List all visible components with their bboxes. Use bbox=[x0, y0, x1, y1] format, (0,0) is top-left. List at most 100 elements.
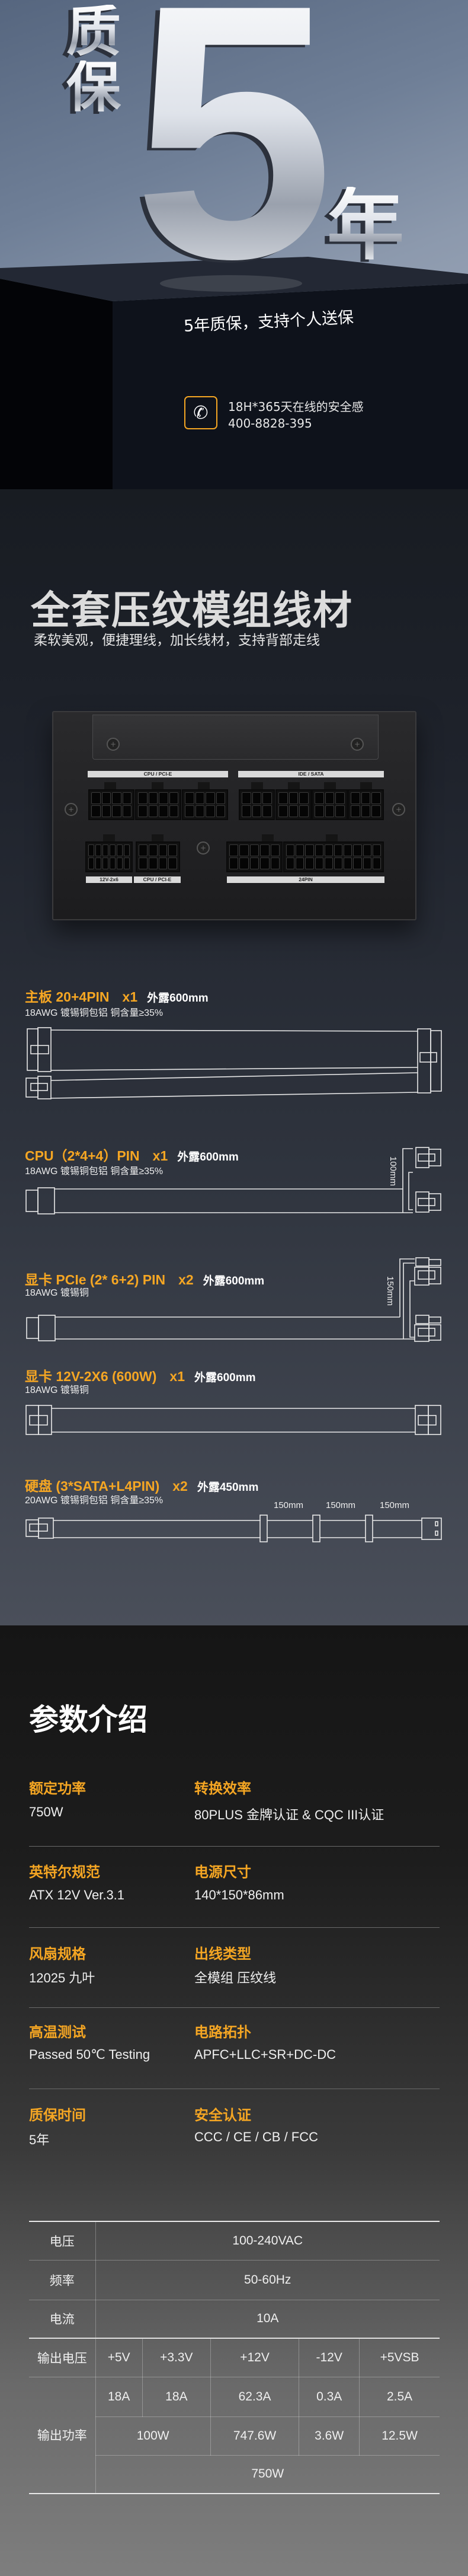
connector-pin bbox=[229, 844, 239, 856]
connector-pin bbox=[299, 805, 309, 817]
port-sata-3 bbox=[312, 789, 348, 820]
connector-pin bbox=[101, 792, 111, 804]
cell: 100W bbox=[95, 2416, 211, 2456]
connector-pin bbox=[122, 805, 132, 817]
connector-pin bbox=[169, 792, 178, 804]
connector-pin bbox=[372, 857, 381, 869]
phone-icon: ✆ bbox=[184, 396, 217, 429]
divider bbox=[29, 2007, 440, 2008]
param-value: Passed 50℃ Testing bbox=[29, 2047, 150, 2062]
connector-pin bbox=[102, 844, 108, 856]
params-title: 参数介绍 bbox=[29, 1703, 148, 1737]
connector-pin bbox=[148, 844, 158, 856]
connector-pin bbox=[351, 805, 360, 817]
connector-pin bbox=[371, 805, 381, 817]
param-value: ATX 12V Ver.3.1 bbox=[29, 1888, 125, 1902]
connector-pin bbox=[289, 805, 299, 817]
connector-pin bbox=[299, 792, 309, 804]
cable-pcie-drawing bbox=[26, 1257, 441, 1342]
connector-pin bbox=[270, 857, 280, 869]
cables-title: 全套压纹模组线材 bbox=[31, 588, 353, 633]
connector-pin bbox=[286, 844, 295, 856]
param-value: 12025 九叶 bbox=[29, 1971, 95, 1985]
hero-big-five: 5 bbox=[133, 0, 334, 313]
row-label: 电压 bbox=[29, 2221, 96, 2261]
port-sata-1 bbox=[239, 789, 275, 820]
connector-pin bbox=[361, 805, 371, 817]
connector-pin bbox=[260, 844, 270, 856]
connector-pin bbox=[148, 805, 158, 817]
connector-pin bbox=[305, 844, 314, 856]
connector-pin bbox=[270, 844, 280, 856]
param-label: 英特尔规范 bbox=[29, 1864, 100, 1880]
cell: 10A bbox=[95, 2299, 440, 2339]
port-24pin-b bbox=[283, 841, 384, 872]
screw-icon: + bbox=[392, 803, 405, 816]
cable-cpu-drawing bbox=[25, 1147, 441, 1214]
connector-pin bbox=[351, 792, 360, 804]
connector-pin bbox=[289, 792, 299, 804]
port-cpu-pcie-1 bbox=[88, 789, 134, 820]
cable-12v-2x6-drawing bbox=[25, 1405, 441, 1435]
screw-icon: + bbox=[65, 803, 78, 816]
label-ide-sata: IDE / SATA bbox=[238, 771, 384, 777]
connector-pin bbox=[122, 792, 132, 804]
param-value: 750W bbox=[29, 1805, 63, 1819]
label-24pin: 24PIN bbox=[227, 876, 384, 883]
cable-spec: 20AWG 镀锡铜包铝 铜含量≥35% bbox=[25, 1496, 164, 1506]
cable-spec: 18AWG 镀锡铜 bbox=[25, 1288, 89, 1298]
table-row: 输出电压 +5V+3.3V+12V-12V+5VSB bbox=[29, 2338, 440, 2377]
connector-pin bbox=[195, 805, 204, 817]
connector-pin bbox=[315, 844, 323, 856]
connector-pin bbox=[363, 844, 371, 856]
hero-char-nian: 年 bbox=[327, 182, 405, 269]
param-label: 高温测试 bbox=[29, 2025, 86, 2041]
connector-pin bbox=[242, 805, 251, 817]
connector-pin bbox=[216, 792, 225, 804]
connector-pin bbox=[278, 792, 288, 804]
connector-pin bbox=[252, 792, 262, 804]
connector-pin bbox=[88, 844, 94, 856]
connector-pin bbox=[91, 792, 101, 804]
connector-pin bbox=[139, 844, 148, 856]
hero-char-zhi: 质 bbox=[66, 2, 121, 62]
connector-pin bbox=[249, 857, 259, 869]
cell: 18A bbox=[142, 2376, 211, 2417]
cell: +5V bbox=[95, 2338, 143, 2377]
connector-pin bbox=[138, 805, 148, 817]
connector-pin bbox=[239, 844, 249, 856]
connector-pin bbox=[112, 792, 121, 804]
screw-icon: + bbox=[107, 738, 120, 751]
connector-pin bbox=[91, 805, 101, 817]
connector-pin bbox=[112, 805, 121, 817]
connector-pin bbox=[138, 792, 148, 804]
cell: 2.5A bbox=[359, 2376, 440, 2417]
screw-icon: + bbox=[351, 738, 364, 751]
psu-back-panel: + + + + + CPU / PCI-E IDE / SATA 12V-2x6… bbox=[52, 711, 416, 920]
param-value: 140*150*86mm bbox=[194, 1888, 284, 1902]
connector-pin bbox=[159, 805, 168, 817]
connector-pin bbox=[363, 857, 371, 869]
cell: 747.6W bbox=[210, 2416, 300, 2456]
connector-pin bbox=[195, 792, 204, 804]
segment-length-label: 150mm bbox=[326, 1500, 356, 1510]
connector-pin bbox=[110, 857, 116, 869]
row-label: 频率 bbox=[29, 2259, 96, 2300]
connector-pin bbox=[324, 857, 333, 869]
connector-pin bbox=[117, 844, 123, 856]
cell: 62.3A bbox=[210, 2376, 300, 2417]
cell: +5VSB bbox=[359, 2338, 440, 2377]
connector-pin bbox=[95, 857, 101, 869]
cable-spec: 18AWG 镀锡铜包铝 铜含量≥35% bbox=[25, 1166, 164, 1177]
row-label: 输出电压 bbox=[29, 2338, 96, 2377]
label-cpu-pcie-bottom: CPU / PCI-E bbox=[134, 876, 181, 883]
connector-pin bbox=[101, 805, 111, 817]
cell: +12V bbox=[210, 2338, 300, 2377]
connector-pin bbox=[249, 844, 259, 856]
connector-pin bbox=[278, 805, 288, 817]
connector-pin bbox=[124, 857, 130, 869]
